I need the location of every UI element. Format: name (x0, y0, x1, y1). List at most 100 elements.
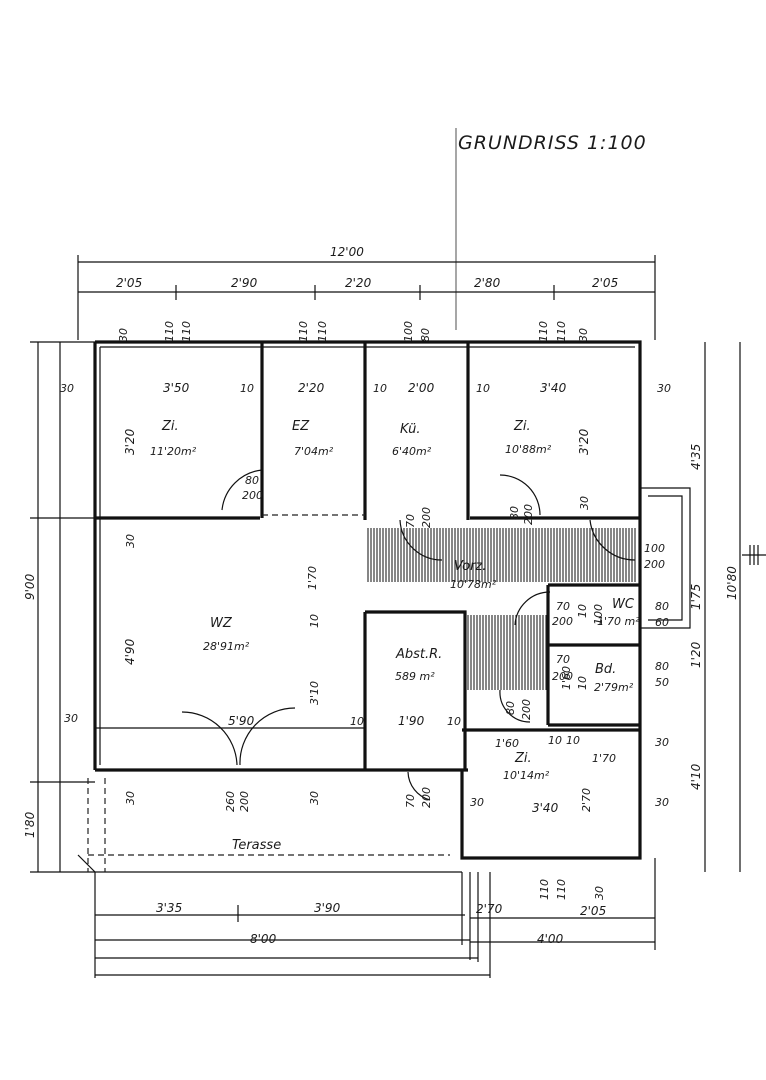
dim-left-overall: 9'00 (23, 573, 37, 600)
hatch-area-stair (467, 615, 547, 690)
svg-text:10: 10 (373, 382, 387, 395)
room-7-name: Abst.R. (395, 647, 442, 662)
svg-text:10: 10 (576, 676, 589, 690)
room-7-width: 1'90 (398, 714, 425, 728)
svg-text:1'60: 1'60 (495, 737, 519, 750)
svg-text:10: 10 (308, 614, 321, 628)
dim-right-175: 1'75 (689, 584, 703, 610)
dim-bottom-800: 8'00 (250, 932, 277, 946)
outer-walls (93, 340, 642, 860)
dim-right-410: 4'10 (689, 763, 703, 790)
room-1-area: 11'20m² (150, 445, 197, 458)
room-2-name: EZ (292, 419, 310, 434)
room-3-area: 6'40m² (392, 445, 432, 458)
dim-right-1080: 10'80 (725, 566, 739, 600)
svg-text:10: 10 (447, 715, 461, 728)
room-2-width: 2'20 (298, 381, 325, 395)
dim-top-1: 2'05 (116, 276, 142, 290)
dim-left-180: 1'80 (23, 811, 37, 838)
svg-text:200: 200 (552, 615, 573, 628)
doors (181, 469, 636, 801)
svg-text:1'70: 1'70 (306, 566, 319, 590)
dim-bottom-205: 2'05 (580, 904, 606, 918)
svg-text:100: 100 (644, 542, 665, 555)
dim-left-30c: 30 (64, 712, 78, 725)
hatch-area-vorz (367, 528, 636, 582)
svg-text:10: 10 (566, 734, 580, 747)
svg-text:200: 200 (644, 558, 665, 571)
svg-text:80: 80 (655, 660, 669, 673)
svg-text:30: 30 (577, 328, 590, 342)
svg-text:200: 200 (552, 670, 573, 683)
svg-text:10: 10 (240, 382, 254, 395)
svg-text:80: 80 (508, 506, 521, 520)
svg-text:110: 110 (180, 321, 193, 342)
svg-text:80: 80 (245, 474, 259, 487)
svg-text:50: 50 (655, 676, 669, 689)
svg-text:30: 30 (655, 736, 669, 749)
svg-text:80: 80 (504, 701, 517, 715)
room-4-area: 10'88m² (505, 443, 552, 456)
svg-text:80: 80 (419, 328, 432, 342)
bottom-openings: 110 110 30 (538, 879, 606, 900)
svg-text:10: 10 (350, 715, 364, 728)
east-bay (640, 487, 691, 629)
svg-text:100: 100 (592, 604, 605, 625)
interior-walls (95, 342, 640, 770)
dim-left-490: 4'90 (123, 638, 137, 665)
dim-bottom-335: 3'35 (156, 901, 182, 915)
bottom-dimension-lines (94, 858, 656, 978)
dim-top-5: 2'05 (592, 276, 618, 290)
dim-bottom-400: 4'00 (537, 932, 564, 946)
svg-text:30: 30 (117, 328, 130, 342)
room-1-width: 3'50 (163, 381, 190, 395)
room-9-area: 2'79m² (594, 681, 634, 694)
terrace-label: Terasse (232, 838, 281, 853)
room-6-width: 5'90 (228, 714, 255, 728)
room-6-area: 28'91m² (203, 640, 250, 653)
dim-bottom-270: 2'70 (476, 902, 503, 916)
svg-text:70: 70 (404, 514, 417, 528)
svg-text:110: 110 (537, 321, 550, 342)
room-10-name: Zi. (514, 751, 532, 766)
svg-text:100: 100 (402, 321, 415, 342)
svg-text:200: 200 (420, 507, 433, 528)
plan-title: GRUNDRISS 1:100 (458, 132, 647, 154)
section-marker (742, 545, 766, 565)
svg-text:30: 30 (124, 791, 137, 805)
svg-text:10: 10 (548, 734, 562, 747)
dim-left-30a: 30 (60, 382, 74, 395)
svg-text:260: 260 (224, 791, 237, 812)
room-3-width: 2'00 (408, 381, 435, 395)
room-5-area: 10'78m² (450, 578, 497, 591)
room-4-width: 3'40 (540, 381, 567, 395)
svg-text:2'70: 2'70 (580, 788, 593, 812)
top-openings: 30 110 110 110 110 100 80 110 110 30 (117, 321, 590, 342)
room-3-name: Kü. (400, 422, 421, 437)
room-5-name: Vorz. (454, 559, 486, 574)
svg-text:110: 110 (538, 879, 551, 900)
svg-text:3'10: 3'10 (308, 681, 321, 705)
svg-text:30: 30 (308, 791, 321, 805)
svg-text:30: 30 (655, 796, 669, 809)
top-segment-ticks (77, 255, 656, 340)
room-2-area: 7'04m² (294, 445, 334, 458)
svg-text:30: 30 (593, 886, 606, 900)
svg-text:110: 110 (297, 321, 310, 342)
dim-left-320: 3'20 (123, 428, 137, 455)
dim-right-120: 1'20 (689, 641, 703, 668)
svg-text:200: 200 (238, 791, 251, 812)
svg-text:60: 60 (655, 616, 669, 629)
svg-text:200: 200 (522, 504, 535, 525)
svg-text:200: 200 (520, 699, 533, 720)
svg-text:70: 70 (404, 794, 417, 808)
svg-text:30: 30 (470, 796, 484, 809)
inner-dimensions: 10 10 10 30 80 200 70 200 80 200 30 100 … (124, 382, 671, 812)
svg-text:30: 30 (657, 382, 671, 395)
room-8-name: WC (612, 597, 635, 612)
svg-text:30: 30 (578, 496, 591, 510)
room-4-height: 3'20 (577, 428, 591, 455)
room-7-area: 589 m² (395, 670, 435, 683)
svg-text:110: 110 (555, 879, 568, 900)
